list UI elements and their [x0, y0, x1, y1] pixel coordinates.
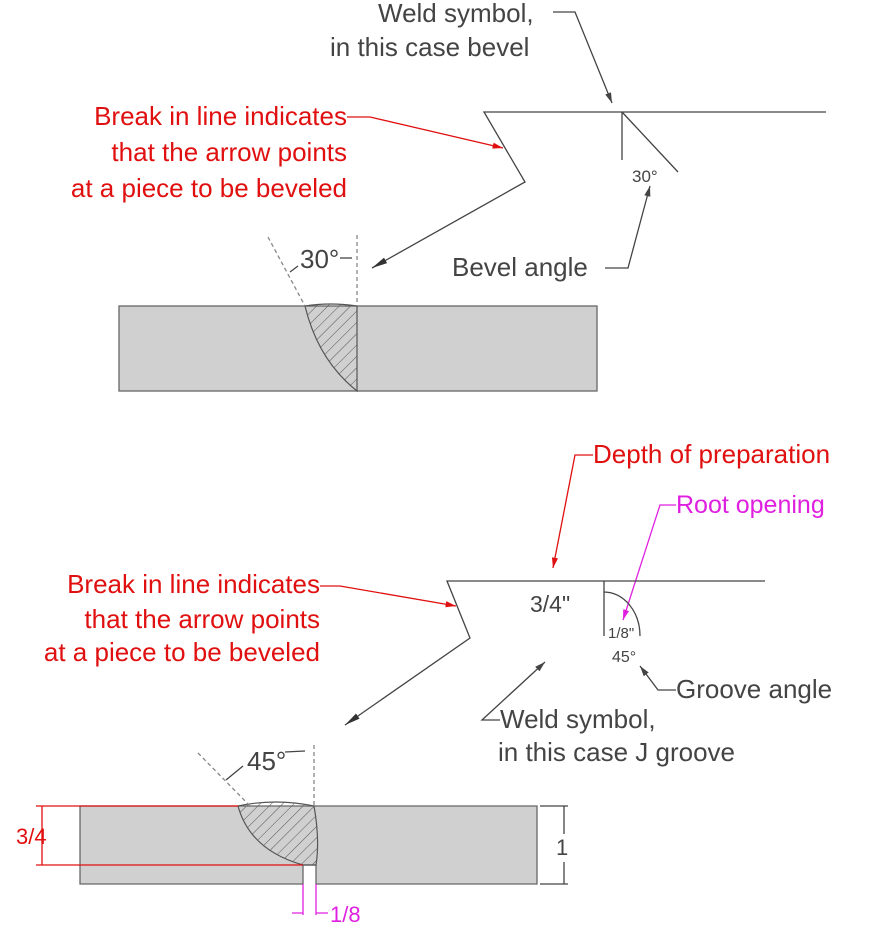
top-example: Weld symbol, in this case bevel 30° Brea…	[71, 0, 826, 393]
break-label-line2: that the arrow points	[84, 604, 320, 634]
break-label-line1: Break in line indicates	[94, 101, 347, 131]
part-angle: 30°	[300, 244, 339, 274]
groove-angle-value: 45°	[612, 649, 636, 666]
dim-thickness: 1	[556, 835, 568, 860]
bevel-symbol	[621, 111, 679, 173]
depth-dimension	[36, 805, 303, 866]
bevel-dashed-line	[267, 236, 306, 307]
break-leader	[320, 585, 457, 608]
dim-root: 1/8	[330, 902, 361, 927]
root-value: 1/8"	[608, 625, 634, 642]
depth-leader	[551, 454, 593, 569]
bevel-angle-leader	[605, 185, 651, 269]
bevel-angle-label: Bevel angle	[452, 252, 588, 282]
break-label-line3: at a piece to be beveled	[71, 173, 347, 203]
weld-symbol-leader	[553, 11, 613, 104]
j-groove-weld	[237, 801, 319, 866]
depth-label: Depth of preparation	[593, 439, 830, 469]
symbol-angle: 30°	[632, 167, 658, 186]
weld-symbol-label-line2: in this case J groove	[498, 737, 735, 767]
plate	[118, 305, 598, 392]
root-label: Root opening	[676, 491, 825, 519]
root-dimension	[292, 884, 328, 915]
depth-value: 3/4"	[530, 591, 570, 617]
groove-angle-label: Groove angle	[676, 674, 832, 704]
groove-angle-leader	[639, 665, 676, 691]
root-leader	[622, 504, 676, 621]
break-leader	[347, 116, 504, 149]
groove-dashed-line	[197, 752, 251, 807]
part-angle: 45°	[247, 746, 286, 776]
break-label-line2: that the arrow points	[111, 137, 347, 167]
weld-symbol-label-line1: Weld symbol,	[500, 704, 656, 734]
thickness-dimension	[540, 805, 568, 885]
bottom-example: Depth of preparation Root opening 3/4" 1…	[16, 439, 832, 927]
weld-symbol-label-line2: in this case bevel	[330, 32, 529, 62]
reference-line-with-arrow	[371, 111, 826, 269]
weld-symbol-label-line1: Weld symbol,	[378, 0, 534, 28]
bevel-weld	[304, 303, 358, 393]
weld-symbol-leader	[480, 661, 546, 721]
break-label-line1: Break in line indicates	[67, 569, 320, 599]
break-label-line3: at a piece to be beveled	[44, 637, 320, 667]
dim-depth: 3/4	[16, 824, 47, 849]
reference-line-with-arrow	[344, 580, 765, 726]
j-groove-symbol	[603, 581, 641, 637]
